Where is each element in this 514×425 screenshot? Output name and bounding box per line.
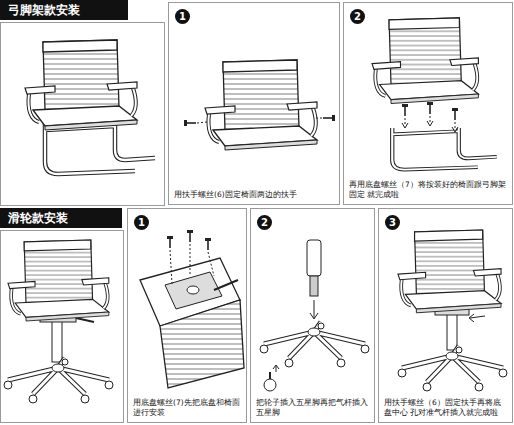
step-panel: 用底盘螺丝(7)先把底盘和椅面进行安装 1	[127, 208, 247, 423]
sled-step	[372, 18, 497, 170]
step-number: 3	[385, 215, 400, 230]
step-panel: 用扶手螺丝(6)固定椅面两边的扶手 1	[168, 2, 340, 205]
sled-chair	[25, 40, 155, 174]
finished-chair	[398, 230, 507, 391]
callout-number: 1	[179, 12, 186, 22]
panel-frames	[1, 23, 165, 423]
section-header: 弓脚架款安装	[0, 0, 128, 20]
step-panel: 把轮子插入五星脚再把气杆插入五星脚 2	[250, 208, 375, 423]
step-number: 1	[134, 215, 149, 230]
step-caption: 用扶手螺丝(6)固定椅面两边的扶手	[174, 190, 334, 199]
step-caption: 再用底盘螺丝（7）将按装好的椅面跟弓脚架固定 就完成啦	[349, 180, 507, 199]
step-panel: 用扶手螺丝（6）固定扶手再将底盘中心 孔对准气杆插入就完成啦 3	[378, 208, 513, 423]
step-panel: 再用底盘螺丝（7）将按装好的椅面跟弓脚架固定 就完成啦 2	[343, 2, 513, 205]
header-text: 弓脚架款安装	[8, 2, 80, 19]
callout-number: 2	[354, 12, 361, 22]
step-caption: 把轮子插入五星脚再把气杆插入五星脚	[256, 398, 369, 417]
step-caption: 用底盘螺丝(7)先把底盘和椅面进行安装	[133, 398, 241, 417]
office-chair	[4, 240, 113, 403]
armrest-step	[184, 60, 335, 150]
callout-number: 1	[138, 218, 145, 228]
section-header: 滑轮款安装	[0, 208, 122, 228]
header-text: 滑轮款安装	[8, 210, 68, 227]
base-step	[260, 240, 369, 391]
step-number: 2	[257, 215, 272, 230]
step-number: 2	[350, 9, 365, 24]
seat-chassis-step	[140, 230, 244, 388]
callout-number: 2	[261, 218, 268, 228]
step-caption: 用扶手螺丝（6）固定扶手再将底盘中心 孔对准气杆插入就完成啦	[384, 398, 507, 417]
step-number: 1	[175, 9, 190, 24]
callout-number: 3	[389, 218, 396, 228]
